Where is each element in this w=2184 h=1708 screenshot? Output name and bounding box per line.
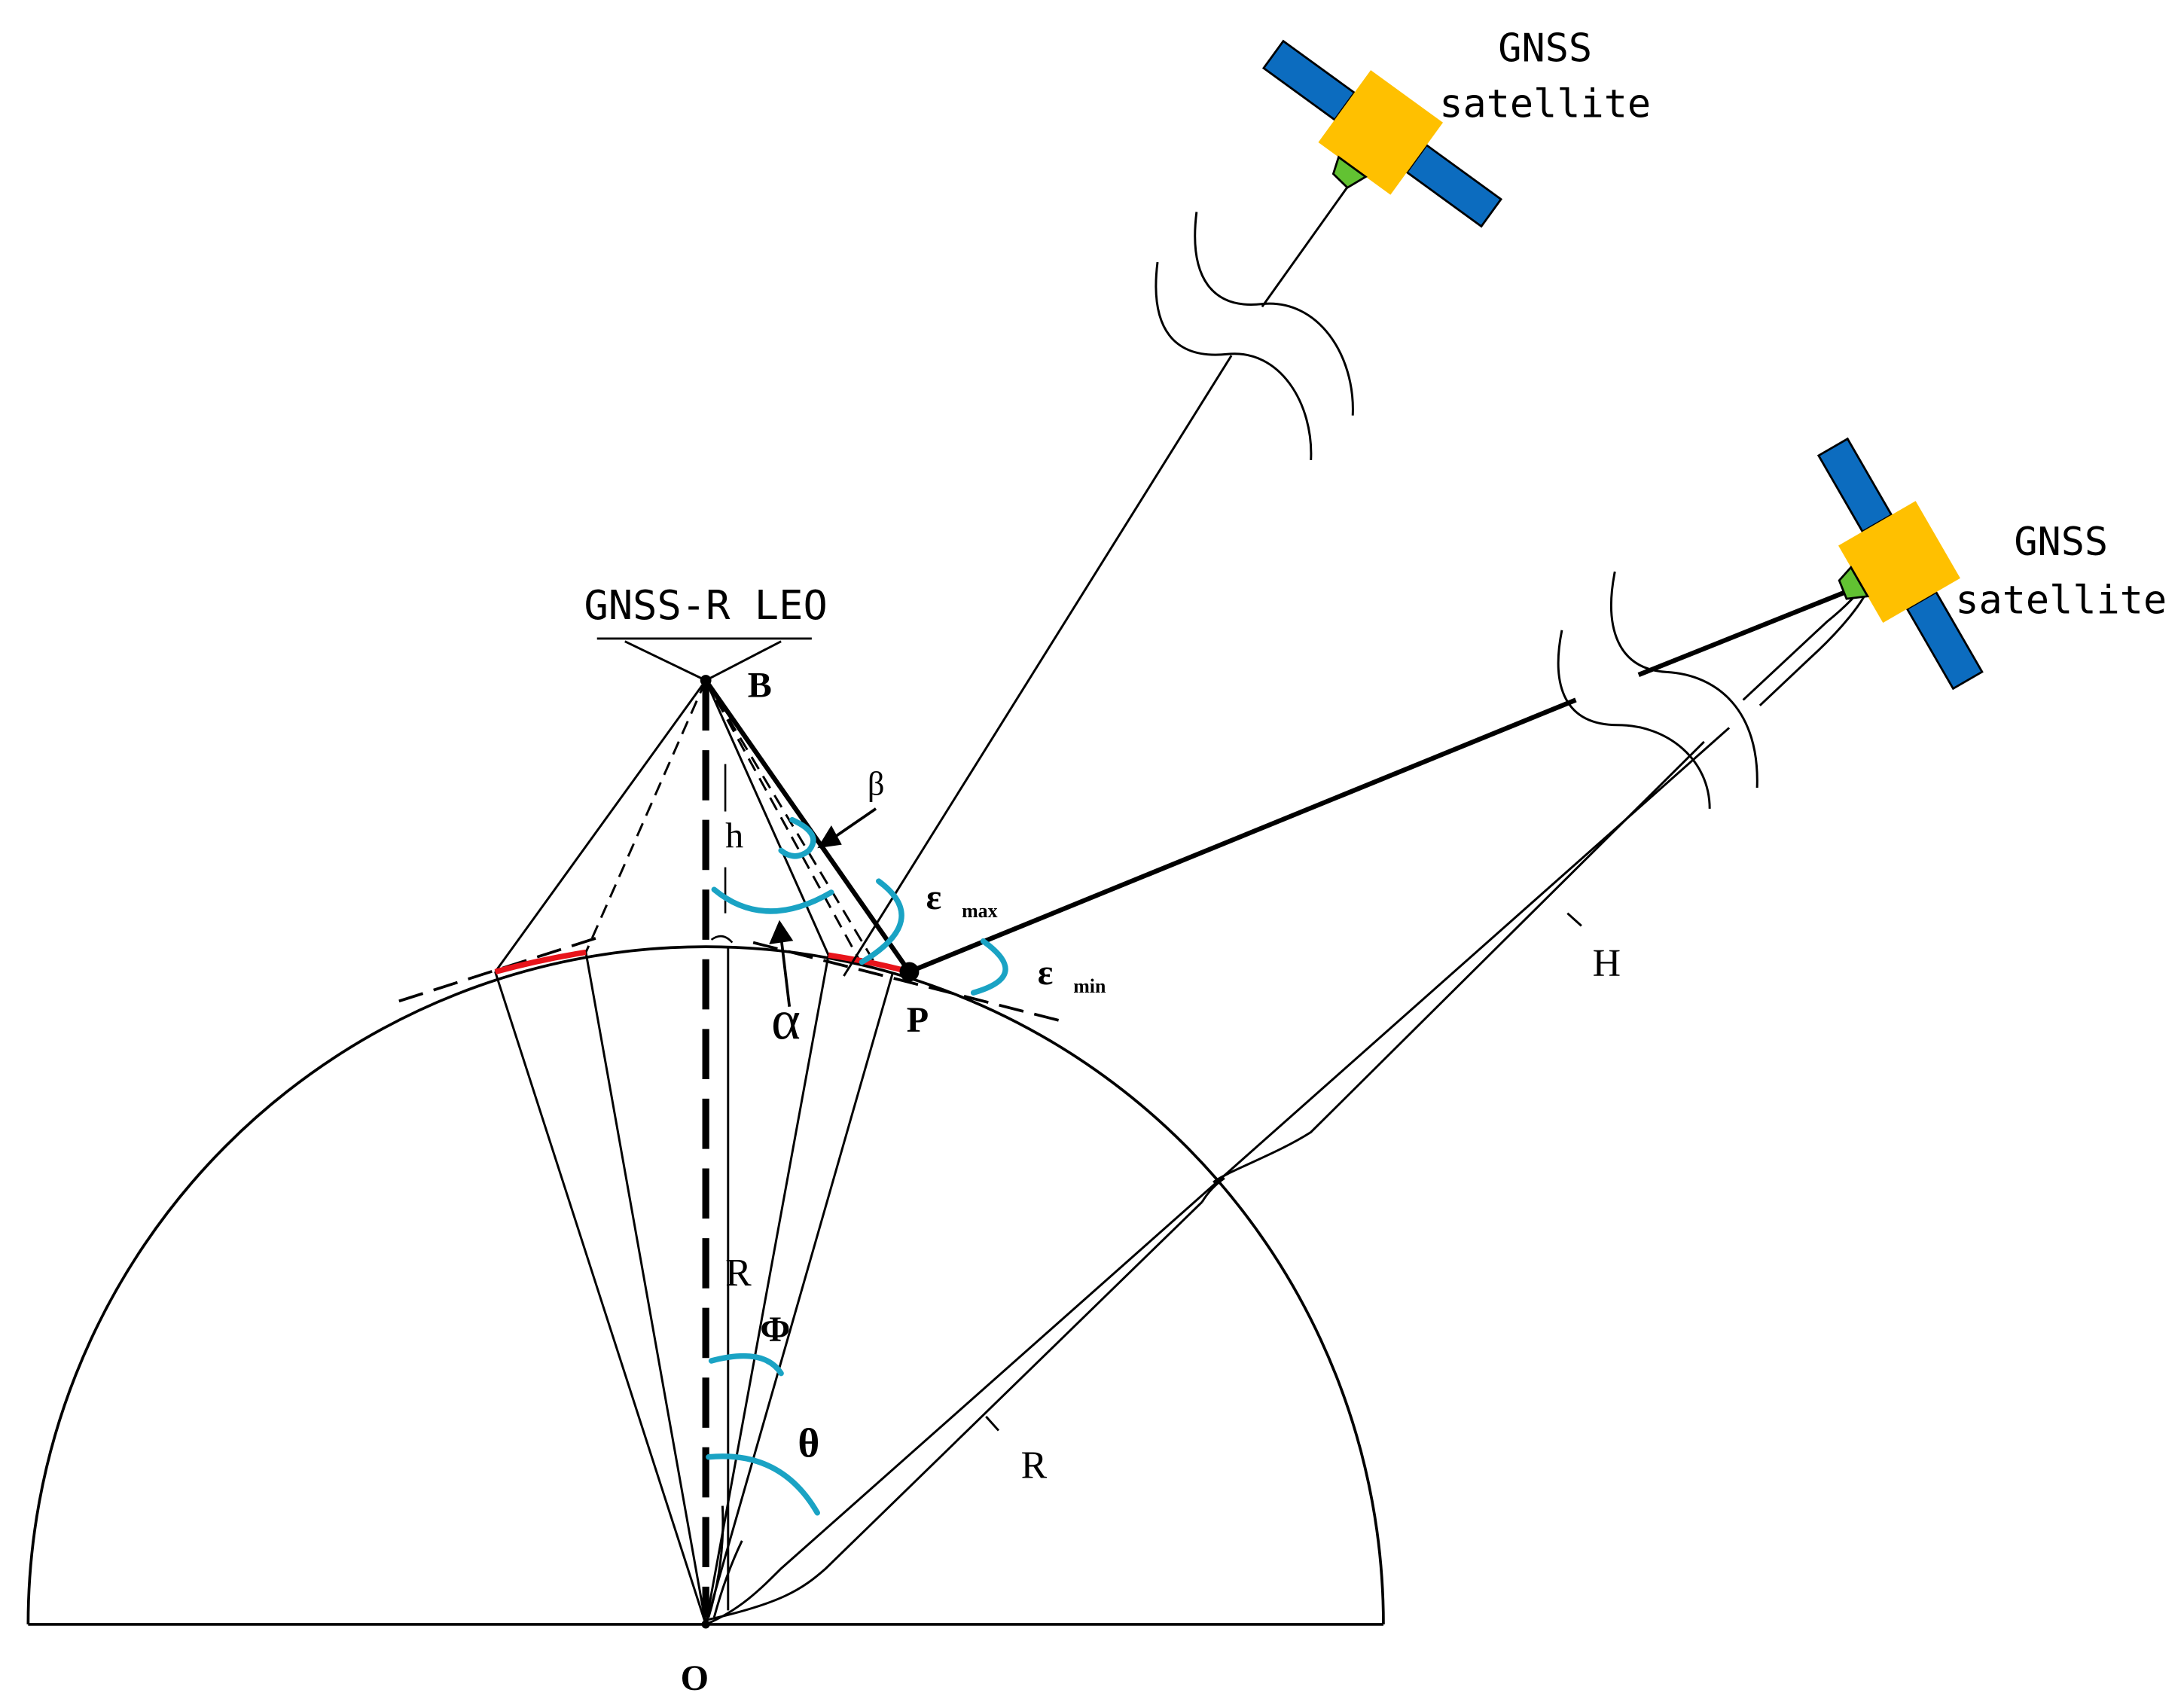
eps-min-arc: [970, 938, 1008, 996]
height-h-dimension: [710, 764, 734, 944]
theta-arc: [706, 1453, 820, 1516]
eps-max-subscript: max: [962, 900, 998, 922]
satellite-panel-right: [1405, 143, 1503, 228]
eps-max-arc: [859, 878, 904, 965]
angle-arcs: [706, 816, 1008, 1516]
sat-top-label-line1: GNSS: [1498, 26, 1592, 71]
tangent-lines: [398, 935, 1060, 1023]
orbit-radius-double-line: [705, 578, 1870, 1626]
satellite-panel-left: [1816, 437, 1893, 533]
sat-top-label-line2: satellite: [1439, 82, 1651, 127]
angle-alpha-label: α: [771, 990, 801, 1051]
satellite-antenna: [1838, 565, 1870, 600]
point-p-dot: [899, 962, 920, 982]
satellite-antenna: [1331, 155, 1368, 189]
eps-max-symbol: ε: [926, 877, 942, 917]
angle-beta-label: β: [868, 764, 885, 802]
radius-r-label-center: R: [725, 1252, 752, 1295]
satellite-panel-left: [1261, 39, 1356, 121]
point-o-label: O: [681, 1658, 709, 1698]
alpha-arrowhead: [769, 920, 794, 944]
satellite-icon: [1816, 437, 1984, 691]
beta-arrowhead: [817, 825, 842, 849]
height-h-label: h: [725, 816, 743, 856]
angle-phi-label: Φ: [760, 1310, 790, 1350]
eps-min-symbol: ε: [1038, 953, 1054, 993]
radius-r-label-lower: R: [1021, 1444, 1048, 1487]
satellite-body: [1318, 70, 1444, 195]
leo-receiver-symbol: [596, 637, 812, 682]
beta-arc: [778, 816, 816, 859]
points: [700, 675, 920, 1629]
angle-theta-label: θ: [798, 1421, 819, 1467]
point-b-label: B: [748, 666, 772, 706]
sat-right-label-line1: GNSS: [2014, 520, 2108, 565]
phi-arc: [708, 1353, 784, 1377]
sat-right-label-line2: satellite: [1955, 578, 2167, 624]
eps-min-label: ε min: [1038, 953, 1106, 997]
eps-min-subscript: min: [1073, 975, 1106, 997]
satellite-body: [1838, 501, 1960, 624]
height-H-tick: [1566, 912, 1582, 927]
radial-lines: [494, 947, 894, 1625]
leo-label: GNSS-R LEO: [584, 581, 828, 629]
satellite-icon: [1261, 39, 1503, 228]
height-H-label: H: [1593, 942, 1621, 985]
point-b-dot: [700, 675, 712, 686]
eps-max-label: ε max: [926, 877, 998, 922]
earth-surface-arc: [26, 945, 1385, 1624]
incident-ray-right: [908, 571, 1877, 974]
satellite-panel-right: [1905, 590, 1984, 691]
incident-ray-top: [843, 175, 1357, 977]
alpha-arc: [711, 886, 834, 914]
point-o-dot: [701, 1620, 710, 1629]
point-p-label: P: [907, 1000, 929, 1040]
break-symbol-top: [1194, 212, 1354, 416]
labels: GNSS-R LEO GNSS satellite GNSS satellite…: [584, 26, 2167, 1697]
radius-r-tick: [985, 1416, 1000, 1432]
annotation-arrows: [769, 807, 877, 1007]
leo-view-lines: [494, 679, 912, 974]
break-symbol-right: [1610, 571, 1758, 788]
